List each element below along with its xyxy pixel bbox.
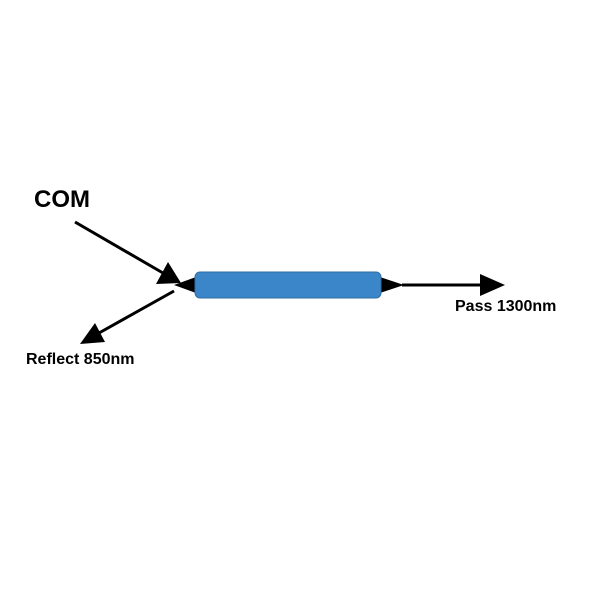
reflect-arrowhead <box>80 323 105 344</box>
reflect-arrow <box>80 289 175 344</box>
com-arrow-line <box>74 220 164 275</box>
coupler-body <box>194 271 382 299</box>
right-fiber-tip <box>380 277 404 293</box>
pass-arrowhead <box>480 274 505 296</box>
com-arrowhead <box>156 262 181 284</box>
reflect-arrow-line <box>98 289 175 335</box>
com-arrow <box>74 220 181 284</box>
reflect-label: Reflect 850nm <box>26 351 135 368</box>
left-fiber-tip <box>174 277 196 293</box>
pass-arrow <box>402 274 505 296</box>
pass-label: Pass 1300nm <box>455 298 557 315</box>
com-label: COM <box>34 186 90 213</box>
